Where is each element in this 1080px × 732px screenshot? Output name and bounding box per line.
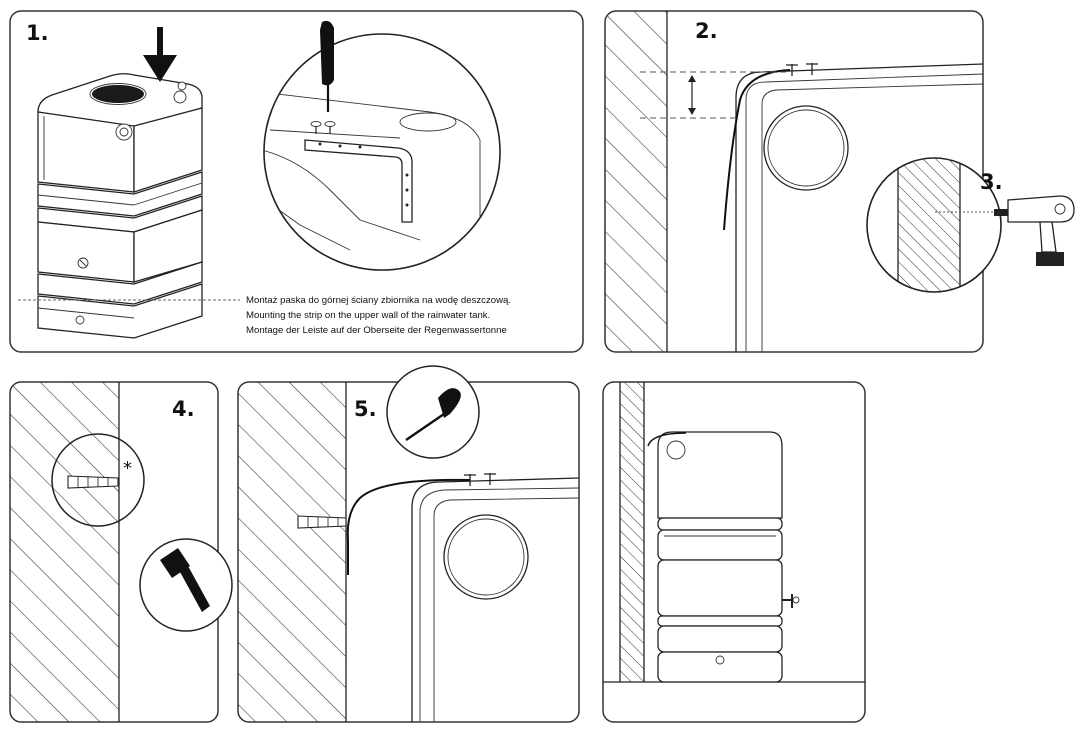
detail-strip-mounting [263,20,501,271]
wall-plug-icon [297,515,347,529]
wall-hatched [10,382,119,722]
step-5-number: 5. [354,397,377,421]
screwdriver-detail [386,365,480,459]
step-3-number: 3. [980,170,1003,194]
hammer-detail [139,538,233,632]
screw-icon [464,473,496,486]
step-2-number: 2. [695,19,718,43]
screwdriver-icon [405,388,461,441]
down-arrow [143,27,177,82]
mounted-tank [647,431,800,683]
caption-english: Mounting the strip on the upper wall of … [246,310,490,321]
step-1-number: 1. [26,21,49,45]
wall-plug-icon [67,475,119,489]
wall-hatched [620,382,644,682]
panel-step-4: 4. * [9,381,233,723]
panel-step-5: 5. [237,365,580,723]
tank-opening [763,105,849,191]
caption-german: Montage der Leiste auf der Oberseite der… [246,325,507,336]
height-dimension [640,71,790,119]
panel-final-result [602,381,866,723]
wall-hatched [605,11,667,352]
caption-polish: Montaż paska do górnej ściany zbiornika … [246,295,511,306]
caption-block: Montaż paska do górnej ściany zbiornika … [246,295,511,336]
footnote-asterisk: * [123,458,132,479]
panel-step-1: 1. [9,10,584,353]
screwdriver-icon [320,20,334,112]
tap-icon [782,594,800,608]
hammer-icon [160,548,210,612]
wall-plug-detail: * [51,433,145,527]
wall-hatched [238,382,346,722]
panel-step-2-3: 2. 3. [604,10,1075,353]
tank-opening [443,514,529,600]
detail-drilling: 3. [866,157,1075,293]
screw-icon [310,121,336,134]
drill-icon [994,195,1075,266]
rainwater-tank [37,73,203,339]
screw-icon [786,63,818,76]
step-4-number: 4. [172,397,195,421]
